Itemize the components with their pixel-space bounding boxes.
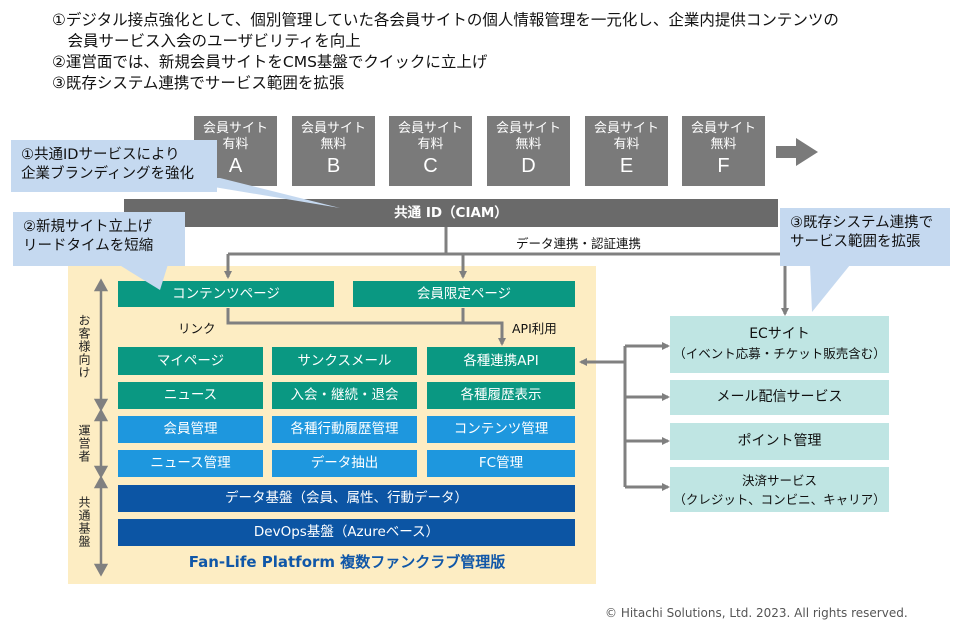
membership-block: 入会・継続・退会 <box>272 382 417 409</box>
mypage-block: マイページ <box>118 347 263 375</box>
member-site-b: 会員サイト 無料 B <box>292 116 375 186</box>
intro-line-3: ②運営面では、新規会員サイトをCMS基盤でクイックに立上げ <box>52 53 488 71</box>
site-label: 会員サイト <box>202 121 268 136</box>
callout-line: リードタイムを短縮 <box>23 238 154 254</box>
platform-title: Fan-Life Platform 複数ファンクラブ管理版 <box>188 553 506 571</box>
data-extraction-block: データ抽出 <box>272 450 417 477</box>
api-label: API利用 <box>512 321 557 336</box>
news-block: ニュース <box>118 382 263 409</box>
intro-line-1: ①デジタル接点強化として、個別管理していた各会員サイトの個人情報管理を一元化し、… <box>52 11 839 29</box>
site-letter: A <box>228 155 243 177</box>
link-label: リンク <box>178 321 216 336</box>
site-type: 有料 <box>222 137 249 152</box>
site-letter: D <box>521 155 536 177</box>
callout-common-id: ①共通IDサービスにより 企業ブランディングを強化 <box>11 140 217 192</box>
callout-new-site: ②新規サイト立上げ リードタイムを短縮 <box>13 212 185 266</box>
site-letter: C <box>423 155 438 177</box>
intro-text: ①デジタル接点強化として、個別管理していた各会員サイトの個人情報管理を一元化し、… <box>52 10 839 94</box>
side-label-common: 共通基盤 <box>77 496 91 548</box>
service-name: 決済サービス <box>741 473 817 488</box>
content-management-block: コンテンツ管理 <box>427 416 575 443</box>
callout-line: 企業ブランディングを強化 <box>21 166 194 182</box>
site-type: 有料 <box>613 137 640 152</box>
content-page-block: コンテンツページ <box>118 281 334 307</box>
member-site-f: 会員サイト 無料 F <box>682 116 765 186</box>
member-management-block: 会員管理 <box>118 416 263 443</box>
devops-platform-block: DevOps基盤（Azureベース） <box>118 519 575 546</box>
site-letter: B <box>326 155 341 177</box>
ec-site-service: ECサイト （イベント応募・チケット販売含む） <box>670 316 889 373</box>
right-arrow-icon <box>776 138 818 166</box>
callout-existing-systems: ③既存システム連携で サービス範囲を拡張 <box>780 208 950 266</box>
member-site-c: 会員サイト 有料 C <box>389 116 472 186</box>
callout-2-tail <box>108 258 170 290</box>
callout-line: サービス範囲を拡張 <box>790 234 921 250</box>
site-label: 会員サイト <box>495 121 561 136</box>
intro-line-2: 会員サービス入会のユーザビリティを向上 <box>52 32 361 50</box>
thanks-mail-block: サンクスメール <box>272 347 417 375</box>
site-type: 有料 <box>417 137 444 152</box>
side-label-operator: 運営者 <box>77 424 91 463</box>
ciam-bar: 共通 ID（CIAM） <box>124 199 778 227</box>
service-detail: （イベント応募・チケット販売含む） <box>673 346 886 361</box>
news-management-block: ニュース管理 <box>118 450 263 477</box>
site-type: 無料 <box>710 137 737 152</box>
history-display-block: 各種履歴表示 <box>427 382 575 409</box>
callout-3-tail <box>810 265 850 312</box>
side-label-customer: お客様向け <box>77 314 91 379</box>
site-label: 会員サイト <box>300 121 366 136</box>
site-label: 会員サイト <box>593 121 659 136</box>
service-name: ECサイト <box>749 326 810 342</box>
member-site-a: 会員サイト 有料 A <box>194 116 277 186</box>
copyright-footer: © Hitachi Solutions, Ltd. 2023. All righ… <box>605 606 908 620</box>
callout-line: ②新規サイト立上げ <box>23 219 152 235</box>
service-name: メール配信サービス <box>716 389 843 405</box>
site-label: 会員サイト <box>397 121 463 136</box>
data-auth-link-label: データ連携・認証連携 <box>516 236 642 251</box>
member-site-d: 会員サイト 無料 D <box>487 116 570 186</box>
behavior-history-block: 各種行動履歴管理 <box>272 416 417 443</box>
payment-service: 決済サービス （クレジット、コンビニ、キャリア） <box>670 467 889 512</box>
intro-line-4: ③既存システム連携でサービス範囲を拡張 <box>52 74 345 92</box>
mail-delivery-service: メール配信サービス <box>670 380 889 415</box>
callout-line: ③既存システム連携で <box>790 215 934 231</box>
member-only-page-block: 会員限定ページ <box>353 281 575 307</box>
integration-api-block: 各種連携API <box>427 347 575 375</box>
site-label: 会員サイト <box>690 121 756 136</box>
fc-management-block: FC管理 <box>427 450 575 477</box>
member-site-e: 会員サイト 有料 E <box>585 116 668 186</box>
service-name: ポイント管理 <box>737 433 822 449</box>
service-detail: （クレジット、コンビニ、キャリア） <box>673 492 886 507</box>
point-management-service: ポイント管理 <box>670 423 889 460</box>
callout-line: ①共通IDサービスにより <box>21 147 180 163</box>
site-type: 無料 <box>515 137 542 152</box>
site-letter: E <box>619 155 634 177</box>
data-platform-block: データ基盤（会員、属性、行動データ） <box>118 485 575 512</box>
site-letter: F <box>717 155 730 177</box>
site-type: 無料 <box>320 137 347 152</box>
